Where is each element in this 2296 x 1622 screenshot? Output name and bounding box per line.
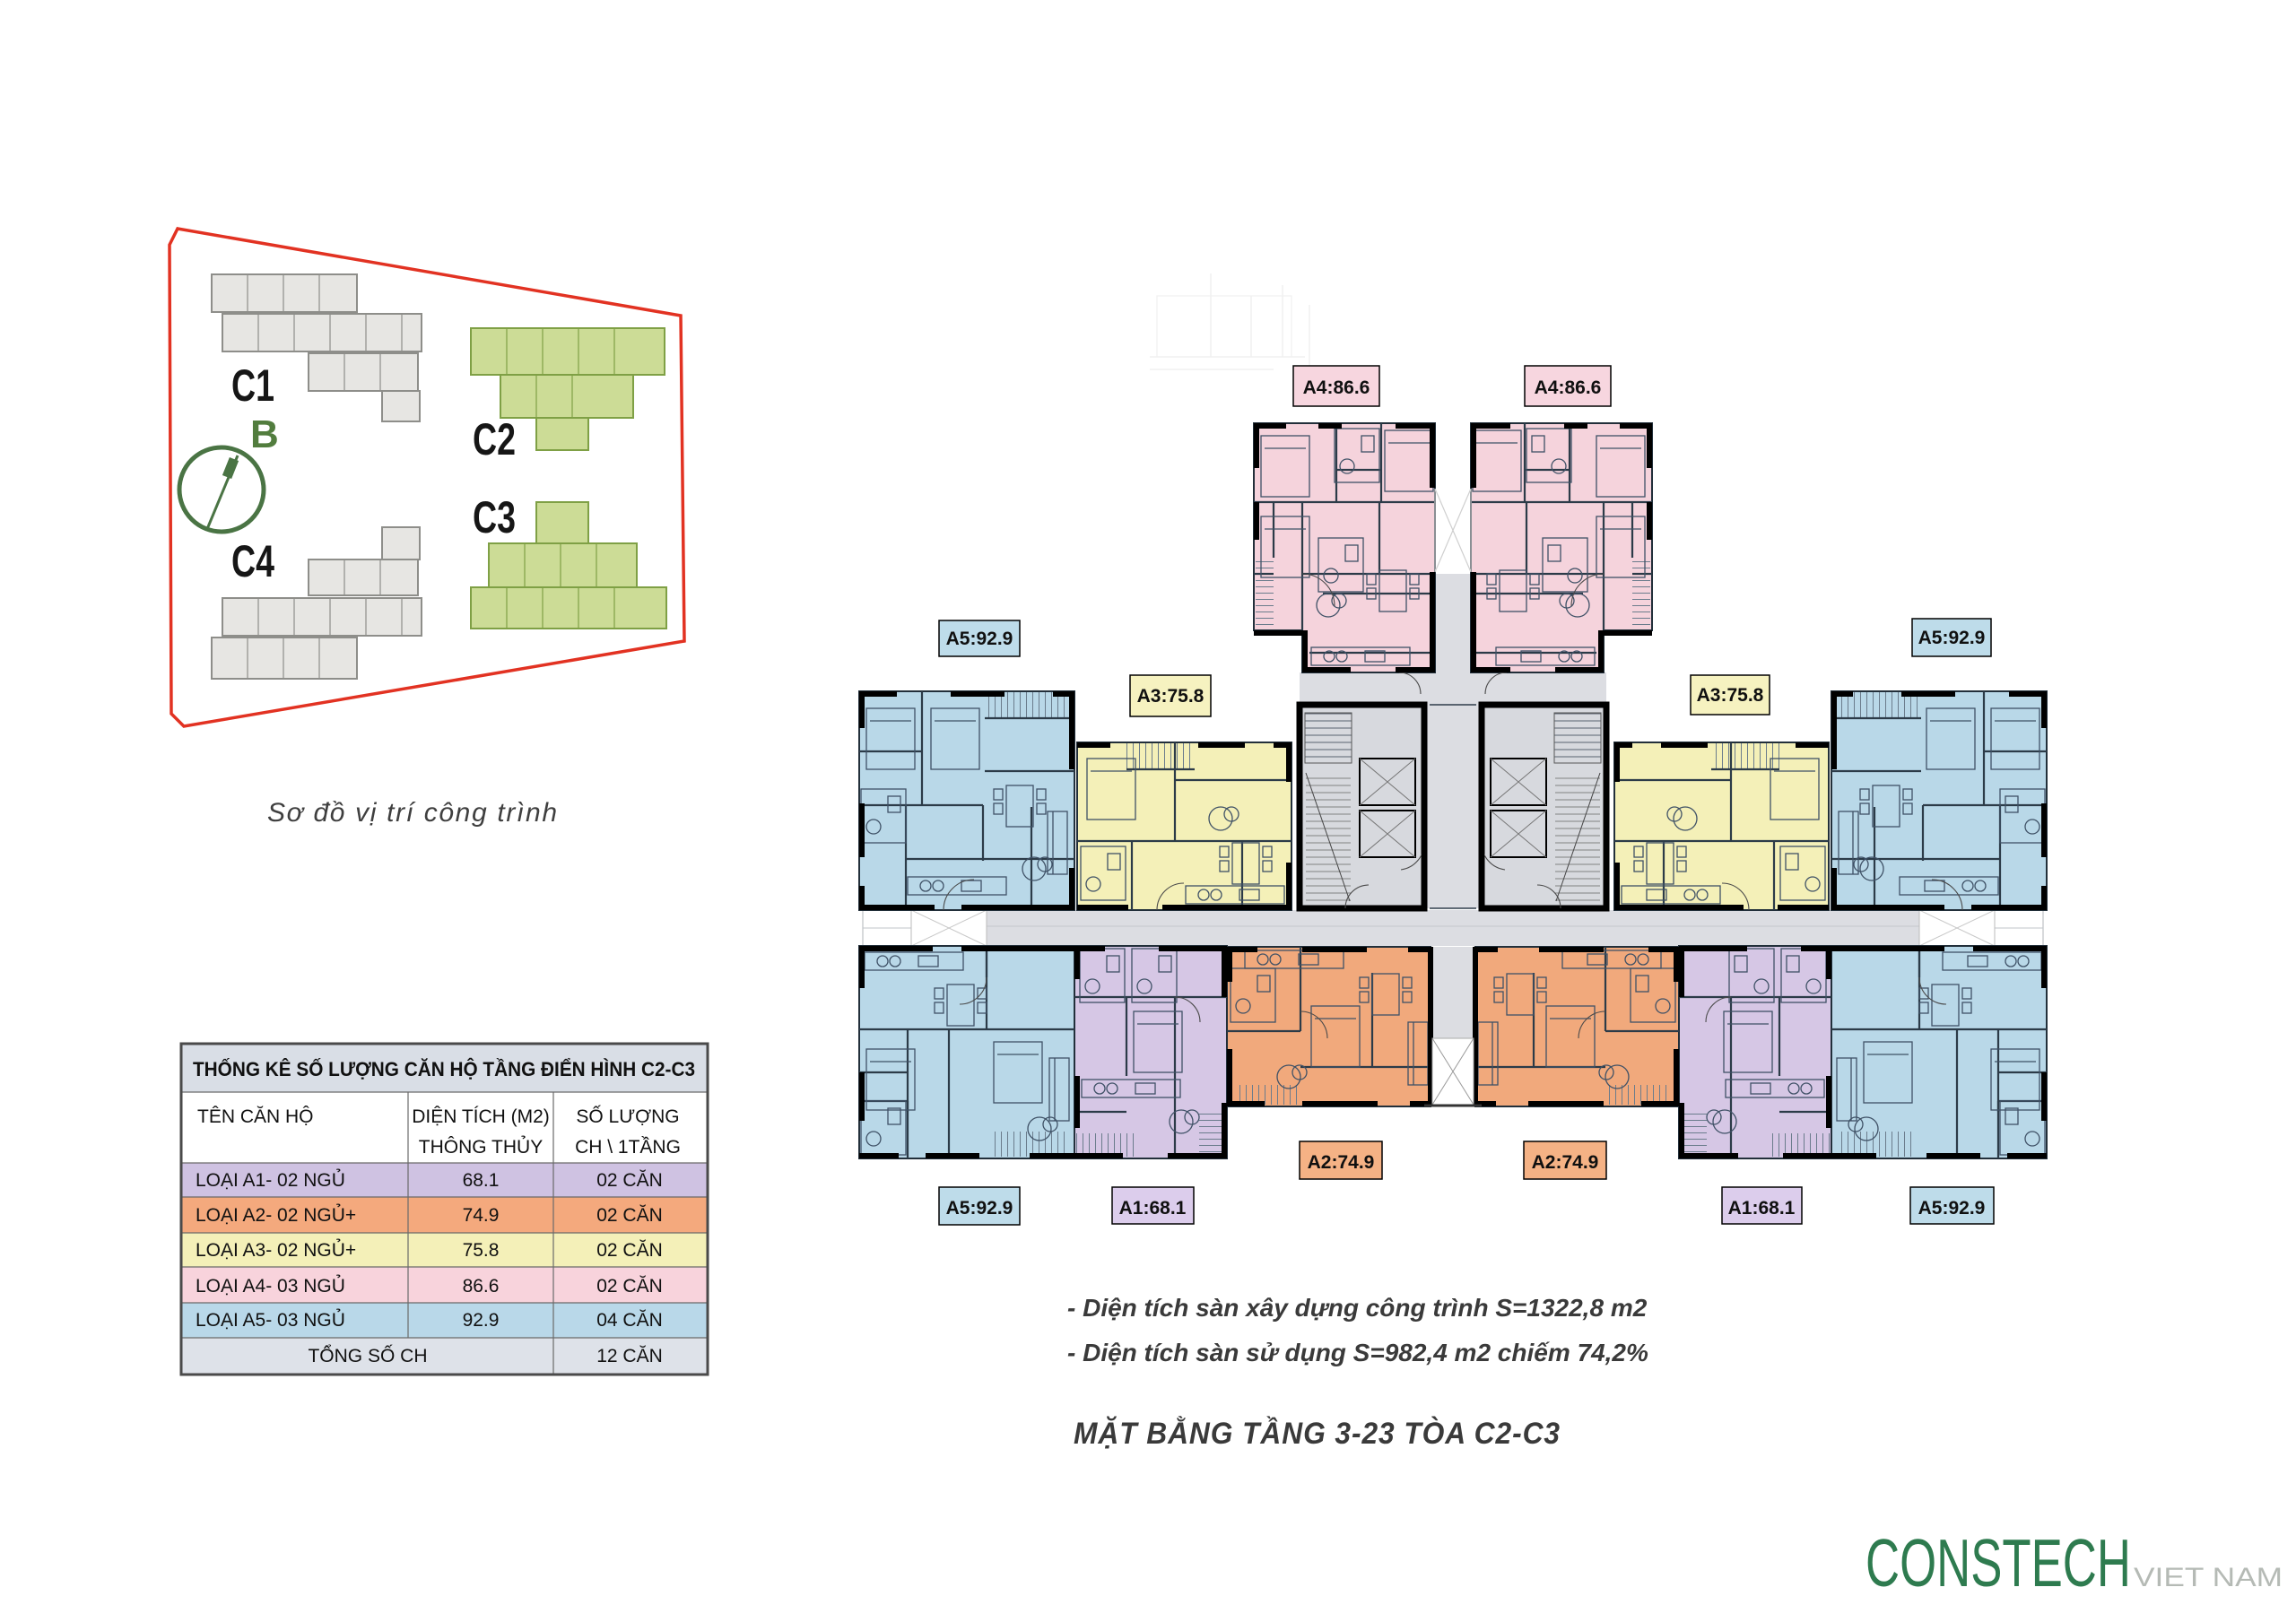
svg-text:- Diện tích sàn sử dụng S=982,: - Diện tích sàn sử dụng S=982,4 m2 chiếm…: [1067, 1339, 1648, 1366]
svg-text:A4:86.6: A4:86.6: [1303, 377, 1370, 398]
svg-text:MẶT BẰNG TẦNG 3-23 TÒA C2-C3: MẶT BẰNG TẦNG 3-23 TÒA C2-C3: [1074, 1417, 1561, 1451]
svg-text:- Diện tích sàn xây dựng công: - Diện tích sàn xây dựng công trình S=13…: [1067, 1294, 1648, 1322]
svg-text:A1:68.1: A1:68.1: [1119, 1198, 1187, 1219]
svg-text:B: B: [250, 412, 279, 456]
svg-text:CH \ 1TẦNG: CH \ 1TẦNG: [575, 1137, 681, 1158]
svg-text:LOẠI A5- 03 NGỦ: LOẠI A5- 03 NGỦ: [196, 1309, 345, 1331]
svg-text:TÊN CĂN HỘ: TÊN CĂN HỘ: [197, 1106, 314, 1127]
svg-text:THÔNG THỦY: THÔNG THỦY: [419, 1136, 543, 1158]
svg-text:02 CĂN: 02 CĂN: [596, 1205, 663, 1226]
svg-text:A3:75.8: A3:75.8: [1697, 685, 1764, 706]
svg-text:LOẠI A2- 02 NGỦ+: LOẠI A2- 02 NGỦ+: [196, 1204, 356, 1226]
svg-text:A2:74.9: A2:74.9: [1308, 1152, 1375, 1173]
svg-text:C4: C4: [231, 536, 274, 586]
svg-text:TỔNG SỐ CH: TỔNG SỐ CH: [308, 1345, 427, 1366]
svg-text:12 CĂN: 12 CĂN: [596, 1346, 663, 1366]
svg-text:02 CĂN: 02 CĂN: [596, 1170, 663, 1191]
svg-text:CONSTECH: CONSTECH: [1866, 1525, 2131, 1600]
svg-text:SỐ LƯỢNG: SỐ LƯỢNG: [576, 1106, 679, 1127]
svg-text:A5:92.9: A5:92.9: [1918, 628, 1986, 648]
svg-text:02 CĂN: 02 CĂN: [596, 1240, 663, 1261]
svg-text:68.1: 68.1: [463, 1170, 500, 1191]
svg-text:DIỆN TÍCH (M2): DIỆN TÍCH (M2): [412, 1106, 550, 1127]
svg-text:VIET NAM: VIET NAM: [2134, 1563, 2283, 1592]
svg-text:86.6: 86.6: [463, 1276, 500, 1297]
svg-text:LOẠI A4- 03 NGỦ: LOẠI A4- 03 NGỦ: [196, 1275, 345, 1297]
svg-text:A4:86.6: A4:86.6: [1535, 377, 1602, 398]
svg-text:A5:92.9: A5:92.9: [946, 1198, 1013, 1219]
svg-text:LOẠI A3- 02 NGỦ+: LOẠI A3- 02 NGỦ+: [196, 1239, 356, 1261]
svg-text:C3: C3: [473, 492, 516, 542]
svg-text:A3:75.8: A3:75.8: [1137, 686, 1205, 707]
svg-text:A5:92.9: A5:92.9: [946, 629, 1013, 649]
svg-text:A1:68.1: A1:68.1: [1728, 1198, 1796, 1219]
svg-text:75.8: 75.8: [463, 1240, 500, 1261]
svg-text:Sơ đồ vị trí công trình: Sơ đồ vị trí công trình: [267, 798, 557, 828]
svg-text:C1: C1: [231, 360, 274, 411]
svg-text:92.9: 92.9: [463, 1310, 500, 1331]
svg-text:04 CĂN: 04 CĂN: [596, 1310, 663, 1331]
svg-text:LOẠI A1- 02 NGỦ: LOẠI A1- 02 NGỦ: [196, 1169, 345, 1191]
svg-text:A2:74.9: A2:74.9: [1532, 1152, 1599, 1173]
svg-text:A5:92.9: A5:92.9: [1918, 1198, 1986, 1219]
svg-text:74.9: 74.9: [463, 1205, 500, 1226]
svg-text:02 CĂN: 02 CĂN: [596, 1276, 663, 1297]
svg-text:THỐNG KÊ SỐ LƯỢNG CĂN HỘ TẦNG: THỐNG KÊ SỐ LƯỢNG CĂN HỘ TẦNG ĐIỂN HÌNH …: [193, 1057, 695, 1080]
svg-text:C2: C2: [473, 414, 516, 464]
